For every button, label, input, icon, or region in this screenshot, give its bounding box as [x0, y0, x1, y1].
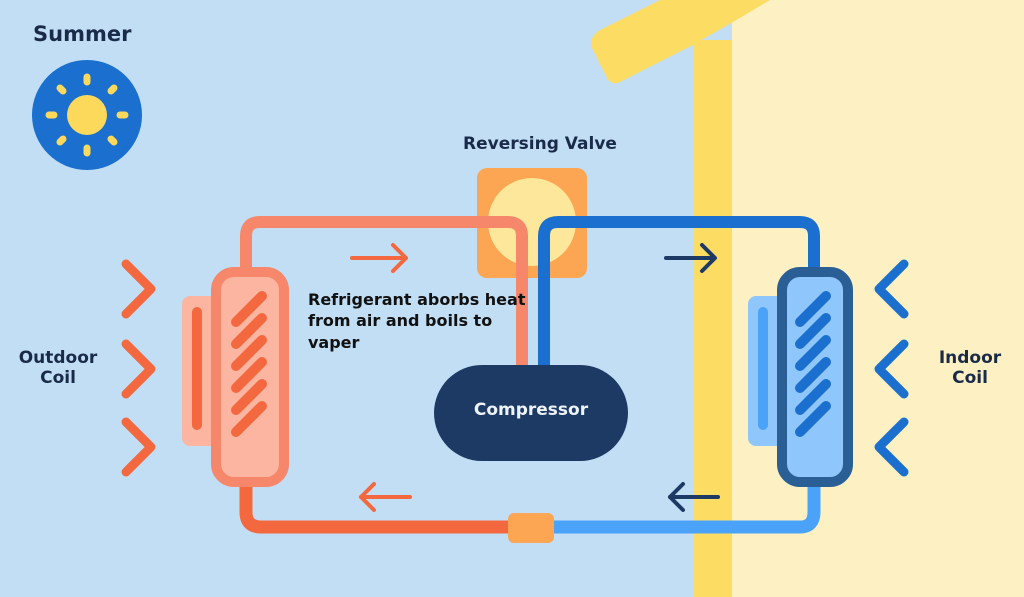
- compressor: [434, 365, 628, 461]
- indoor-coil-label-line1: Indoor: [938, 348, 1002, 368]
- hot-line-top: [240, 216, 528, 370]
- cold-line-bottom: [552, 440, 821, 534]
- chevron-right-icon: [121, 417, 156, 477]
- refrigerant-note: Refrigerant aborbs heat from air and boi…: [308, 290, 526, 352]
- chevron-left-icon: [874, 259, 909, 319]
- arrow-right-icon: [664, 243, 717, 273]
- sun-icon: [32, 60, 142, 170]
- arrow-right-icon: [350, 243, 408, 273]
- hot-line-bottom: [239, 440, 520, 534]
- arrow-left-icon: [668, 482, 720, 512]
- indoor-coil: [748, 267, 853, 487]
- chevron-left-icon: [874, 417, 909, 477]
- arrow-left-icon: [359, 482, 412, 512]
- indoor-coil-label-line2: Coil: [952, 368, 988, 389]
- expansion-valve: [508, 513, 554, 543]
- indoor-coil-label: Indoor Coil: [918, 348, 1022, 389]
- chevron-right-icon: [121, 339, 156, 399]
- compressor-label: Compressor: [473, 400, 589, 420]
- outdoor-coil-label: Outdoor Coil: [6, 348, 110, 389]
- indoor-background-top: [732, 0, 1024, 20]
- outdoor-coil-label-line1: Outdoor: [18, 348, 98, 368]
- house-wall: [693, 40, 732, 597]
- chevron-left-icon: [874, 339, 909, 399]
- cold-line-top: [538, 216, 820, 370]
- reversing-valve: [477, 168, 587, 278]
- reversing-valve-label: Reversing Valve: [463, 134, 617, 154]
- outdoor-coil: [182, 267, 289, 487]
- house-roof: [591, 0, 770, 84]
- chevron-right-icon: [121, 259, 156, 319]
- season-label: Summer: [33, 22, 132, 46]
- outdoor-coil-label-line2: Coil: [40, 368, 76, 389]
